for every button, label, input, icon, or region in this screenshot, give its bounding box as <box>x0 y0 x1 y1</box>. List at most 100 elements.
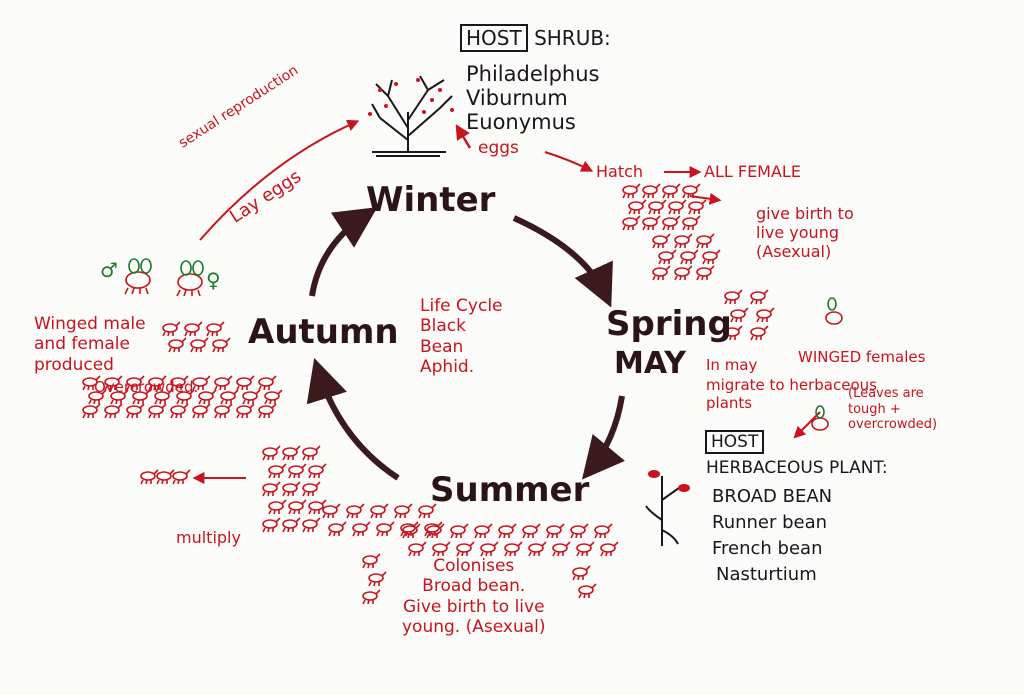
aphid-doodle <box>262 481 281 497</box>
note-overcrowded: Overcrowded. <box>94 378 199 396</box>
aphid-doodle <box>622 215 641 231</box>
aphid-doodle <box>288 463 307 479</box>
aphid-doodle <box>172 469 191 485</box>
arrow-spring-to-summer <box>581 395 625 480</box>
aphid-doodle <box>504 541 523 557</box>
aphid-doodle <box>126 375 145 391</box>
aphid-doodle <box>394 503 413 519</box>
aphid-doodle <box>522 523 541 539</box>
aphid-doodle <box>696 233 715 249</box>
aphid-doodle <box>474 523 493 539</box>
aphid-doodle <box>282 481 301 497</box>
aphid-doodle <box>282 445 301 461</box>
aphid-doodle <box>132 389 151 405</box>
host-shrub-title: SHRUB: <box>534 26 611 50</box>
aphid-doodle <box>680 249 699 265</box>
aphid-doodle <box>154 389 173 405</box>
shrub-eggs <box>368 78 454 116</box>
note-hatch: Hatch <box>596 162 644 181</box>
arrow-birth <box>689 192 722 205</box>
female-symbol: ♀ <box>206 268 221 292</box>
male-symbol: ♂ <box>100 258 118 282</box>
aphid-doodle <box>262 445 281 461</box>
note-multiply: multiply <box>176 528 241 547</box>
winged-aphid-male <box>124 258 152 295</box>
aphid-doodle <box>104 375 123 391</box>
aphid-doodle <box>156 469 175 485</box>
aphid-doodle <box>432 541 451 557</box>
note-colonises: Colonises Broad bean. Give birth to live… <box>402 556 546 638</box>
note-eggs: eggs <box>478 138 519 158</box>
aphid-doodle <box>352 521 371 537</box>
aphid-doodle <box>236 375 255 391</box>
aphid-doodle <box>668 199 687 215</box>
aphid-doodle <box>176 389 195 405</box>
shrub-drawing <box>371 75 453 157</box>
season-spring: Spring <box>606 304 732 344</box>
aphid-doodle <box>148 375 167 391</box>
aphid-doodle <box>264 389 283 405</box>
aphid-doodle <box>212 337 231 353</box>
aphid-doodle <box>756 307 775 323</box>
aphid-doodle <box>258 375 277 391</box>
aphid-doodle <box>170 403 189 419</box>
aphid-doodle <box>126 403 145 419</box>
aphid-doodle <box>628 199 647 215</box>
note-autumn-winged: Winged male and female produced <box>34 314 146 375</box>
aphid-doodle <box>308 463 327 479</box>
aphid-doodle <box>282 517 301 533</box>
aphid-doodle <box>642 215 661 231</box>
aphid-swarm <box>82 183 775 605</box>
shrub-plant-2: Viburnum <box>466 86 568 110</box>
note-migrate: migrate to herbaceous plants <box>706 376 877 412</box>
aphid-doodle <box>258 403 277 419</box>
aphid-doodle <box>652 265 671 281</box>
aphid-doodle <box>702 249 721 265</box>
arrow-eggs-to-hatch <box>544 151 594 172</box>
aphid-doodle <box>362 553 381 569</box>
aphid-doodle <box>192 403 211 419</box>
aphid-doodle <box>220 389 239 405</box>
aphid-doodle <box>682 183 701 199</box>
season-autumn: Autumn <box>248 312 399 352</box>
aphid-doodle <box>600 541 619 557</box>
aphid-doodle <box>170 375 189 391</box>
aphid-doodle <box>346 503 365 519</box>
aphid-doodle <box>376 521 395 537</box>
aphid-doodle <box>140 469 159 485</box>
aphid-doodle <box>302 517 321 533</box>
aphid-doodle <box>456 541 475 557</box>
aphid-doodle <box>674 233 693 249</box>
aphid-doodle <box>750 325 769 341</box>
arrow-summer-to-autumn <box>306 357 400 481</box>
note-in-may: In may <box>706 356 758 374</box>
aphid-doodle <box>570 523 589 539</box>
aphid-doodle <box>82 403 101 419</box>
aphid-doodle <box>402 523 421 539</box>
host-shrub-box: HOST <box>460 24 528 52</box>
winged-aphid-spring <box>811 297 843 431</box>
host-shrub-heading: HOST SHRUB: <box>460 24 611 52</box>
shrub-plant-1: Philadelphus <box>466 62 600 86</box>
note-leaves: (Leaves are tough + overcrowded) <box>848 386 938 433</box>
aphid-doodle <box>450 523 469 539</box>
herb-plant-1: BROAD BEAN <box>712 486 833 507</box>
aphid-doodle <box>236 403 255 419</box>
aphid-doodle <box>206 321 225 337</box>
aphid-doodle <box>724 325 743 341</box>
aphid-doodle <box>168 337 187 353</box>
aphid-doodle <box>110 389 129 405</box>
aphid-doodle <box>578 583 597 599</box>
season-spring-month: MAY <box>614 346 686 381</box>
aphid-doodle <box>262 517 281 533</box>
aphid-doodle <box>148 403 167 419</box>
aphid-doodle <box>162 321 181 337</box>
aphid-doodle <box>418 503 437 519</box>
aphid-doodle <box>642 183 661 199</box>
aphid-doodle <box>696 265 715 281</box>
aphid-doodle <box>198 389 217 405</box>
aphid-doodle <box>724 289 743 305</box>
arrow-sexual-to-winter <box>199 119 360 241</box>
bean-plant-drawing <box>645 476 683 546</box>
